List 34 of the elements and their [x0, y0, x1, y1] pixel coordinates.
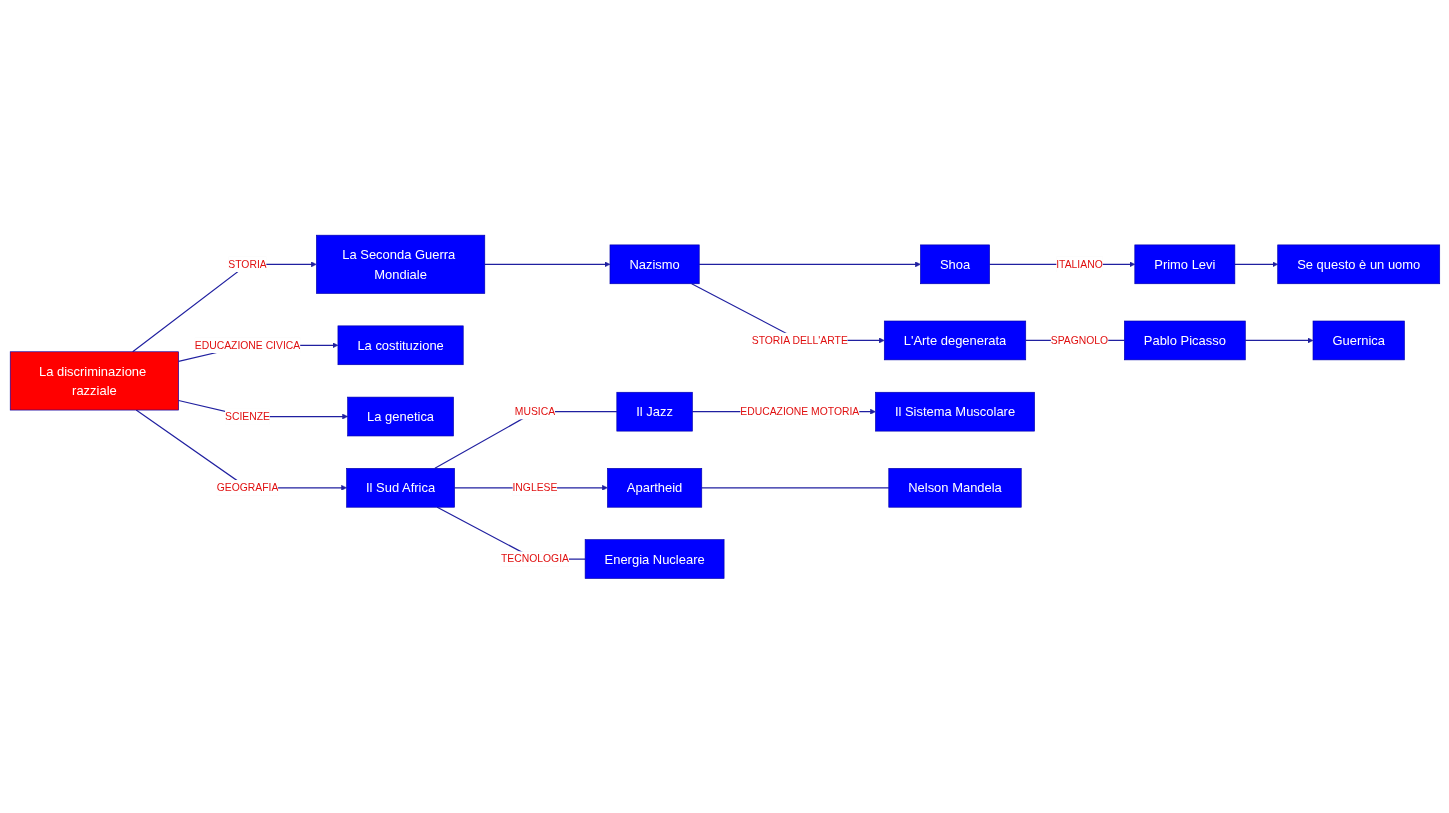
edge-label: MUSICA — [514, 405, 555, 417]
node-box: Nazismo — [609, 244, 700, 284]
edge-label: SPAGNOLO — [1050, 334, 1108, 346]
arrow — [1244, 337, 1313, 343]
node-box: Il Sud Africa — [345, 467, 455, 508]
arrow — [483, 261, 610, 267]
node-box: Primo Levi — [1134, 244, 1235, 284]
edge-label: TECNOLOGIA — [500, 552, 569, 564]
edge-label: INGLESE — [512, 481, 557, 493]
node-box: Energia Nucleare — [584, 538, 724, 579]
node-box: Il Jazz — [616, 391, 693, 432]
arrow — [698, 261, 921, 267]
edge-label: ITALIANO — [1055, 258, 1103, 270]
node-box: Shoa — [919, 244, 990, 284]
node-box: Il Sistema Muscolare — [874, 391, 1035, 432]
edge-label: EDUCAZIONE CIVICA — [194, 339, 300, 351]
arrow — [131, 261, 317, 353]
node-box: La discriminazione razziale — [9, 351, 179, 411]
node-box: La genetica — [346, 396, 454, 436]
edge-label: STORIA DELL'ARTE — [751, 334, 848, 346]
edge-label: STORIA — [227, 258, 267, 270]
node-box: L'Arte degenerata — [883, 320, 1026, 360]
node-box: Nelson Mandela — [888, 467, 1022, 508]
node-box: Guernica — [1312, 320, 1405, 360]
edge-label: GEOGRAFIA — [216, 481, 278, 493]
edge-label: EDUCAZIONE MOTORIA — [739, 405, 859, 417]
node-box: La costituzione — [337, 325, 464, 365]
edge-label: SCIENZE — [224, 410, 270, 422]
node-box: Se questo è un uomo — [1276, 244, 1440, 284]
node-box: La Seconda Guerra Mondiale — [315, 234, 485, 294]
node-box: Pablo Picasso — [1123, 320, 1246, 360]
arrow — [1233, 261, 1278, 267]
connector — [700, 486, 889, 489]
node-box: Apartheid — [606, 467, 702, 508]
